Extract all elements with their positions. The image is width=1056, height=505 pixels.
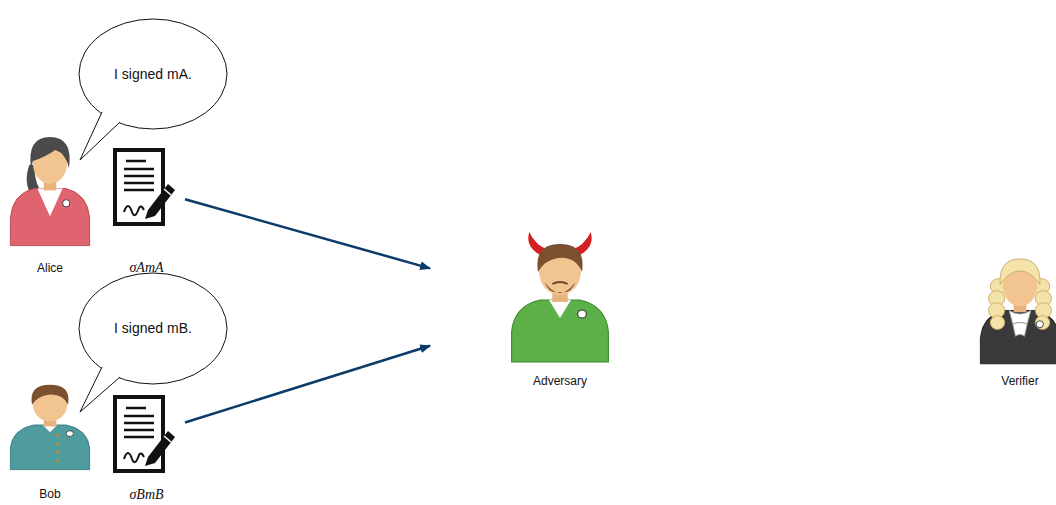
arrow-connector [185,346,430,423]
speech-bubble-outline [79,19,227,129]
adversary-figure [552,282,567,284]
verifier-figure [1000,259,1040,285]
adversary-figure [578,310,587,318]
text-holder: I signed mB. [78,272,228,385]
speech-bubble: I signed mA. [78,18,228,130]
adversary-figure [549,300,571,318]
verifier-figure [1035,316,1049,330]
document-icon [124,161,154,190]
text-holder: Alice [0,261,115,275]
name-label: Bob [0,487,115,501]
signed-document: σAmA [108,145,185,275]
arrow-connector [185,199,430,268]
verifier-figure: Verifier [975,245,1056,388]
person-figure: Bob [5,374,95,501]
name-label: Verifier [955,374,1056,388]
speech-bubble-tail [80,112,120,160]
adversary-figure [545,282,576,293]
signature-label: σBmB [88,488,205,502]
document-icon [115,397,175,471]
signed-document: σBmB [108,392,185,502]
adversary-figure [512,232,609,362]
verifier-figure [980,310,1056,363]
speech-text: I signed mA. [114,66,192,83]
name-label: Adversary [410,374,710,388]
adversary-figure: Adversary [430,225,690,388]
text-holder: σBmB [88,488,205,502]
bob-figure [56,451,59,454]
speech-bubble-tail [80,367,120,412]
alice-figure [63,200,70,207]
speech-bubble-outline [79,273,227,384]
bob-figure [56,442,59,445]
verifier-figure [990,316,1004,330]
person-figure: Alice [5,122,95,275]
text-holder: I signed mA. [78,18,228,130]
text-holder: Bob [0,487,115,501]
verifier-figure [1013,323,1027,337]
name-label: Alice [0,261,115,275]
speech-bubble: I signed mB. [78,272,228,385]
document-icon [164,436,171,442]
verifier-figure [980,259,1056,364]
alice-figure [30,137,69,168]
document-icon [124,408,154,437]
alice-figure [10,137,89,246]
bob-figure [10,425,89,470]
bob-figure [56,460,59,463]
adversary-figure [537,244,582,272]
bob-figure [31,385,68,405]
alice-figure [37,189,62,217]
adversary-figure [512,300,609,362]
document-icon [145,184,175,219]
bob-figure [10,385,89,470]
bob-figure [56,434,59,437]
document-icon [115,150,175,224]
text-holder: Verifier [955,374,1056,388]
document-icon [145,431,175,466]
text-holder: Adversary [410,374,710,388]
document-icon [124,453,144,462]
alice-figure [10,189,89,246]
document-icon [164,189,171,195]
document-icon [124,206,144,215]
bob-figure [66,431,73,437]
verifier-figure [1036,321,1043,328]
speech-text: I signed mB. [114,320,192,337]
